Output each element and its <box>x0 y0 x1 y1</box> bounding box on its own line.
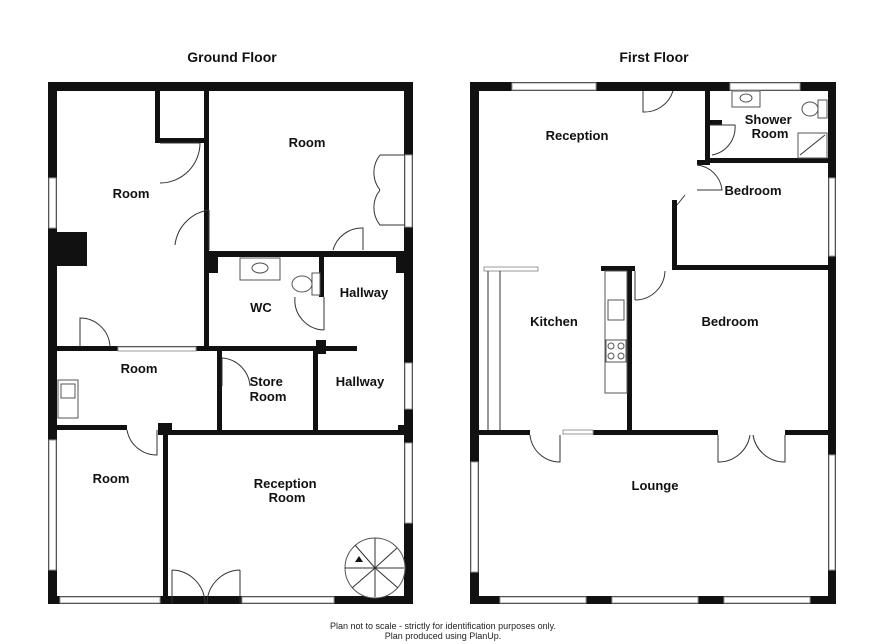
kitchen-label: Kitchen <box>530 314 578 329</box>
room-label: Room <box>93 471 130 486</box>
ground-floor-plan: Room Room WC Hallway Room Store Room Hal… <box>48 82 413 605</box>
spiral-staircase <box>344 537 406 599</box>
bedroom-label: Bedroom <box>701 314 758 329</box>
room-label: Room <box>113 186 150 201</box>
room-label: Room <box>121 361 158 376</box>
store-room-label: Store Room <box>250 374 287 404</box>
reception-label: Reception <box>546 128 609 143</box>
wc-toilet <box>311 272 321 296</box>
hallway-label: Hallway <box>336 374 385 389</box>
room-label: Room <box>289 135 326 150</box>
bedroom-label: Bedroom <box>724 183 781 198</box>
lounge-label: Lounge <box>632 478 679 493</box>
footer-credit: Plan produced using PlanUp. <box>385 631 502 641</box>
shower-room-label: Shower Room <box>745 112 796 141</box>
kitchen-counter <box>604 270 628 394</box>
ground-floor-title: Ground Floor <box>187 49 277 65</box>
wc-label: WC <box>250 300 272 315</box>
first-floor-plan: Reception Shower Room Bedroom Kitchen Be… <box>470 82 836 604</box>
hallway-label: Hallway <box>340 285 389 300</box>
footer-disclaimer: Plan not to scale - strictly for identif… <box>330 621 556 631</box>
reception-room-label: Reception Room <box>254 476 320 505</box>
first-floor-title: First Floor <box>619 49 689 65</box>
shower-toilet <box>817 99 828 119</box>
